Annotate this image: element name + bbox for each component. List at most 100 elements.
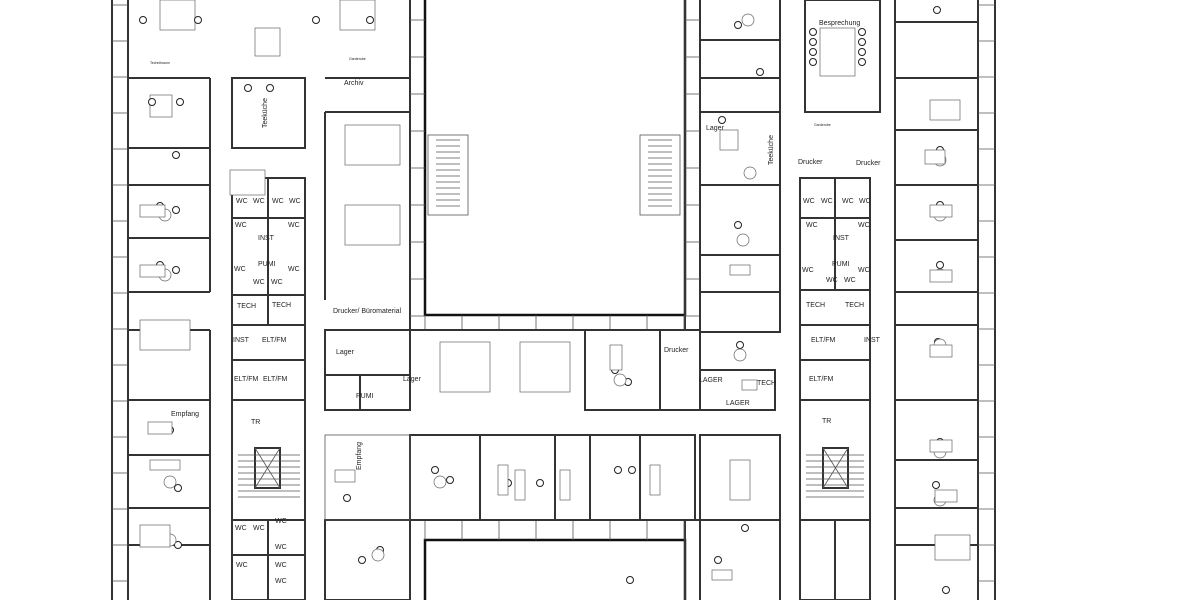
desk — [649, 464, 661, 496]
label-garderobe-west: Garderobe — [349, 57, 366, 61]
room-outline — [799, 399, 871, 521]
label-wc: WC — [272, 198, 284, 205]
label-wc: WC — [826, 277, 838, 284]
desk — [929, 344, 953, 358]
label-inst: INST — [833, 235, 850, 242]
round-table — [741, 13, 755, 27]
chair — [714, 556, 722, 564]
chair — [446, 476, 454, 484]
label-wc: WC — [858, 267, 870, 274]
desk — [609, 344, 623, 371]
label-inst: INST — [864, 337, 881, 344]
label-elt-fm: ELT/FM — [234, 376, 259, 383]
round-table — [733, 348, 747, 362]
label-pumi: PUMI — [832, 261, 850, 268]
chair — [139, 16, 147, 24]
label-wc: WC — [821, 198, 833, 205]
chair — [536, 479, 544, 487]
label-wc: WC — [802, 267, 814, 274]
label-tech: TECH — [845, 302, 864, 309]
label-elt-fm: ELT/FM — [809, 376, 834, 383]
label-wc: WC — [234, 266, 246, 273]
chair — [942, 586, 950, 594]
label-wc: WC — [858, 222, 870, 229]
desk-cluster — [139, 319, 191, 351]
label-drucker: Drucker — [856, 160, 881, 167]
label-tr: TR — [822, 418, 831, 425]
desk — [711, 569, 733, 581]
chair — [809, 38, 817, 46]
label-wc: WC — [235, 222, 247, 229]
label-besprechung: Besprechung — [819, 20, 860, 27]
label-wc: WC — [806, 222, 818, 229]
chair — [628, 466, 636, 474]
label-tech: TECH — [757, 380, 776, 387]
label-wc: WC — [275, 544, 287, 551]
round-table — [736, 233, 750, 247]
desk — [147, 421, 173, 435]
desk-cluster — [344, 124, 401, 166]
label-wc: WC — [803, 198, 815, 205]
label-inst: INST — [233, 337, 250, 344]
chair — [858, 28, 866, 36]
chair — [358, 556, 366, 564]
chair — [172, 151, 180, 159]
desk — [334, 469, 356, 483]
chair — [148, 98, 156, 106]
desk — [139, 524, 171, 548]
elevator — [254, 447, 281, 489]
label-lager: LAGER — [699, 377, 723, 384]
label-lager: Lager — [336, 349, 355, 356]
label-pumi: PUMI — [258, 261, 276, 268]
label-wc: WC — [288, 266, 300, 273]
label-drucker: Drucker — [664, 347, 689, 354]
label-drucker-bueromaterial: Drucker/ Büromaterial — [333, 308, 402, 315]
label-tech: TECH — [272, 302, 291, 309]
chair — [741, 524, 749, 532]
conference-table — [819, 27, 856, 77]
label-wc: WC — [236, 198, 248, 205]
desk — [149, 459, 181, 471]
round-table — [163, 475, 177, 489]
label-wc: WC — [253, 279, 265, 286]
label-lager: Lager — [706, 125, 725, 132]
label-inst: INST — [258, 235, 275, 242]
chair — [194, 16, 202, 24]
desk — [934, 534, 971, 561]
chair — [736, 341, 744, 349]
desk — [497, 464, 509, 496]
room-outline — [699, 291, 781, 333]
chair — [858, 58, 866, 66]
room-labels: Technikraum Garderobe Archiv Teeküche WC… — [150, 20, 881, 585]
label-tech: TECH — [806, 302, 825, 309]
label-wc: WC — [275, 562, 287, 569]
chair — [343, 494, 351, 502]
elevator — [822, 447, 849, 489]
label-wc: WC — [275, 518, 287, 525]
chair — [809, 48, 817, 56]
round-table — [743, 166, 757, 180]
label-lager: LAGER — [726, 400, 750, 407]
stair — [427, 134, 469, 216]
room-outline — [584, 329, 661, 411]
desk — [741, 379, 758, 391]
desk — [339, 0, 376, 31]
desk-cluster — [519, 341, 571, 393]
conference-table — [729, 459, 751, 501]
chair — [809, 58, 817, 66]
chair — [244, 84, 252, 92]
label-wc: WC — [253, 525, 265, 532]
label-wc: WC — [859, 198, 871, 205]
room-outline — [804, 0, 881, 113]
label-archiv: Archiv — [344, 80, 364, 87]
label-wc: WC — [236, 562, 248, 569]
desk — [559, 469, 571, 501]
label-wc: WC — [271, 279, 283, 286]
desk — [139, 264, 166, 278]
label-wc: WC — [289, 198, 301, 205]
chair — [809, 28, 817, 36]
label-drucker: Drucker — [798, 159, 823, 166]
chair — [626, 576, 634, 584]
round-table — [371, 548, 385, 562]
